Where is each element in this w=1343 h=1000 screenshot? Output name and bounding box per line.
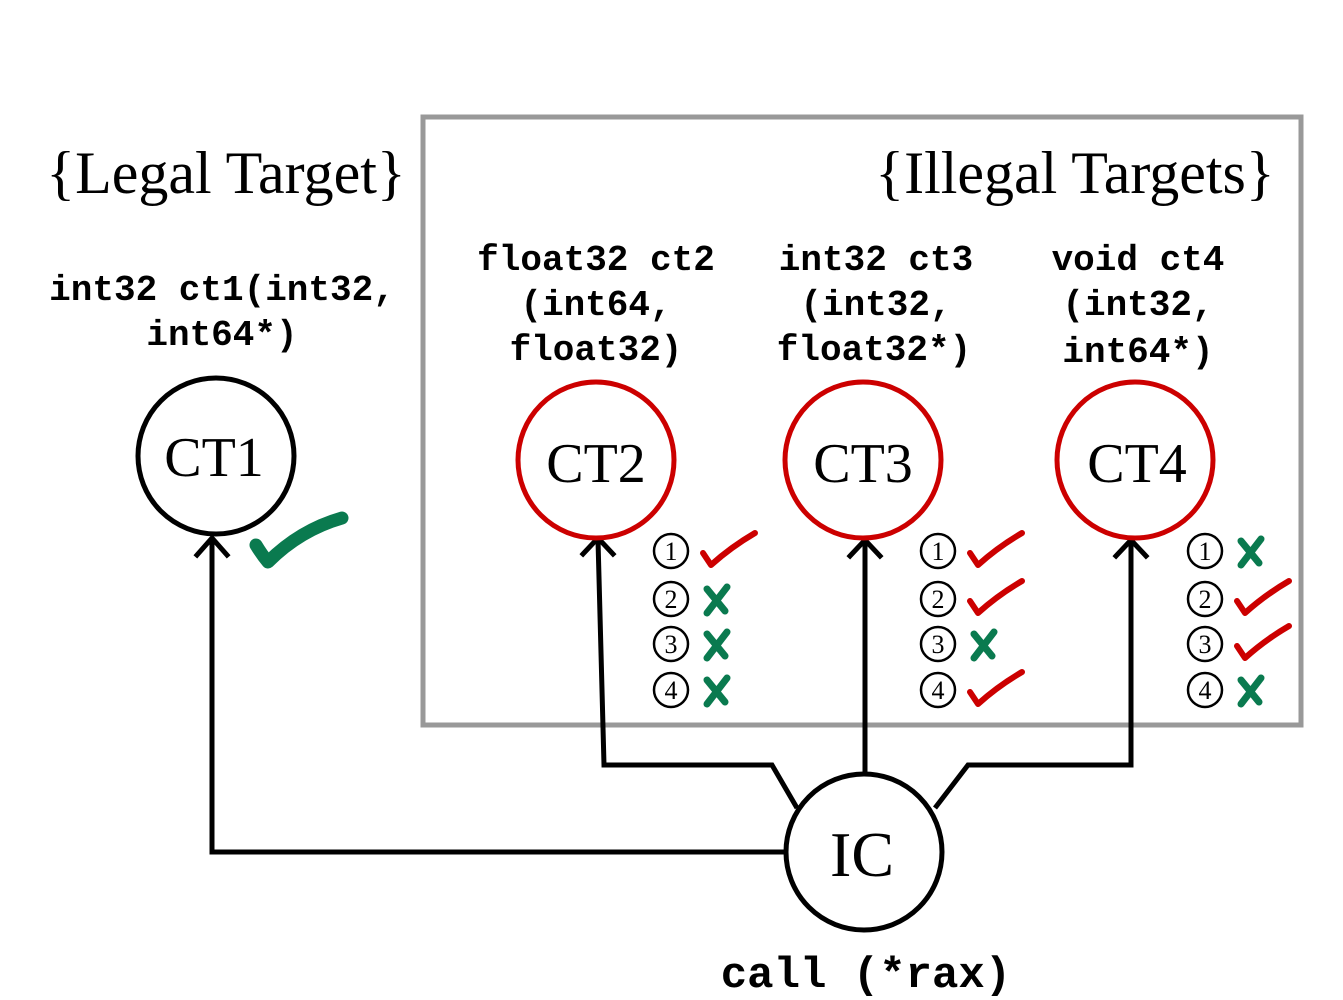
check-number: 1 bbox=[932, 537, 945, 566]
illegal-targets-label: {Illegal Targets} bbox=[875, 140, 1274, 206]
check-number-circle bbox=[919, 671, 957, 709]
node-ct4-label: CT4 bbox=[1087, 433, 1187, 495]
signature-ct2-line2: (int64, bbox=[520, 285, 671, 326]
edge-ic-ct2 bbox=[595, 539, 800, 810]
check-pass-icon bbox=[1234, 578, 1292, 616]
check-fail-icon bbox=[970, 628, 998, 662]
check-item-ct2-1: 1 bbox=[652, 530, 758, 570]
check-number: 4 bbox=[665, 676, 678, 705]
call-site: IC call (*rax) bbox=[721, 771, 1011, 1000]
signature-ct3-line1: int32 ct3 bbox=[779, 240, 973, 281]
check-fail-icon bbox=[1237, 674, 1265, 708]
call-edges bbox=[209, 539, 1134, 855]
node-ct4 bbox=[1054, 379, 1216, 541]
node-ct3 bbox=[782, 379, 944, 541]
check-number: 3 bbox=[1199, 630, 1212, 659]
node-ct2 bbox=[515, 379, 677, 541]
target-ct2: float32 ct2 (int64, float32) CT2 bbox=[477, 240, 715, 541]
check-lists: 1 2 3 4 1 2 3 4 1 2 3 4 bbox=[652, 530, 1292, 709]
check-item-ct3-4: 4 bbox=[919, 669, 1025, 709]
edge-ic-ct1 bbox=[209, 540, 788, 855]
check-number: 2 bbox=[665, 585, 678, 614]
check-number: 4 bbox=[1199, 676, 1212, 705]
check-number: 2 bbox=[1199, 585, 1212, 614]
target-ct1: int32 ct1(int32, int64*) CT1 bbox=[49, 270, 395, 569]
node-ct3-label: CT3 bbox=[813, 433, 913, 495]
check-number-circle bbox=[1186, 625, 1224, 663]
check-fail-icon bbox=[703, 628, 731, 662]
target-ct4: void ct4 (int32, int64*) CT4 bbox=[1052, 240, 1225, 541]
call-instruction: call (*rax) bbox=[721, 951, 1011, 1000]
node-ct1-label: CT1 bbox=[164, 427, 264, 489]
arrowhead-ct1 bbox=[193, 534, 231, 559]
check-item-ct4-4: 4 bbox=[1186, 671, 1265, 709]
check-number-circle bbox=[652, 580, 690, 618]
check-pass-icon bbox=[1234, 623, 1292, 661]
check-number: 3 bbox=[932, 630, 945, 659]
check-item-ct4-2: 2 bbox=[1186, 578, 1292, 618]
signature-ct1-line2: int64*) bbox=[146, 315, 297, 356]
check-item-ct3-3: 3 bbox=[919, 625, 998, 663]
check-pass-icon bbox=[967, 530, 1025, 568]
check-number-circle bbox=[919, 580, 957, 618]
check-fail-icon bbox=[703, 674, 731, 708]
node-ic bbox=[783, 771, 945, 933]
check-number: 4 bbox=[932, 676, 945, 705]
check-number: 1 bbox=[665, 537, 678, 566]
check-number-circle bbox=[652, 625, 690, 663]
legal-check-icon bbox=[249, 511, 349, 569]
check-fail-icon bbox=[703, 583, 731, 617]
node-ct1 bbox=[135, 375, 297, 537]
signature-ct4-line1: void ct4 bbox=[1052, 240, 1225, 281]
check-item-ct2-3: 3 bbox=[652, 625, 731, 663]
check-item-ct2-4: 4 bbox=[652, 671, 731, 709]
check-number-circle bbox=[919, 532, 957, 570]
check-number-circle bbox=[1186, 532, 1224, 570]
check-number-circle bbox=[652, 532, 690, 570]
signature-ct4-line2: (int32, bbox=[1062, 285, 1213, 326]
check-fail-icon bbox=[1237, 535, 1265, 569]
check-pass-icon bbox=[967, 578, 1025, 616]
check-item-ct4-3: 3 bbox=[1186, 623, 1292, 663]
check-item-ct3-2: 2 bbox=[919, 578, 1025, 618]
target-ct3: int32 ct3 (int32, float32*) CT3 bbox=[777, 240, 973, 541]
signature-ct2-line1: float32 ct2 bbox=[477, 240, 715, 281]
signature-ct3-line3: float32*) bbox=[777, 330, 971, 371]
check-number-circle bbox=[919, 625, 957, 663]
check-item-ct2-2: 2 bbox=[652, 580, 731, 618]
node-ct2-label: CT2 bbox=[546, 433, 646, 495]
check-item-ct3-1: 1 bbox=[919, 530, 1025, 570]
check-pass-icon bbox=[700, 530, 758, 568]
edge-ic-ct4 bbox=[933, 542, 1134, 810]
check-number: 3 bbox=[665, 630, 678, 659]
check-item-ct4-1: 1 bbox=[1186, 532, 1265, 570]
signature-ct3-line2: (int32, bbox=[800, 285, 951, 326]
check-number: 1 bbox=[1199, 537, 1212, 566]
legal-target-label: {Legal Target} bbox=[46, 140, 405, 206]
check-number: 2 bbox=[932, 585, 945, 614]
signature-ct2-line3: float32) bbox=[510, 330, 683, 371]
check-number-circle bbox=[1186, 580, 1224, 618]
check-number-circle bbox=[652, 671, 690, 709]
signature-ct4-line3: int64*) bbox=[1062, 332, 1213, 373]
node-ic-label: IC bbox=[830, 819, 894, 890]
signature-ct1-line1: int32 ct1(int32, bbox=[49, 270, 395, 311]
illegal-targets-box bbox=[420, 114, 1304, 728]
check-pass-icon bbox=[967, 669, 1025, 707]
check-number-circle bbox=[1186, 671, 1224, 709]
